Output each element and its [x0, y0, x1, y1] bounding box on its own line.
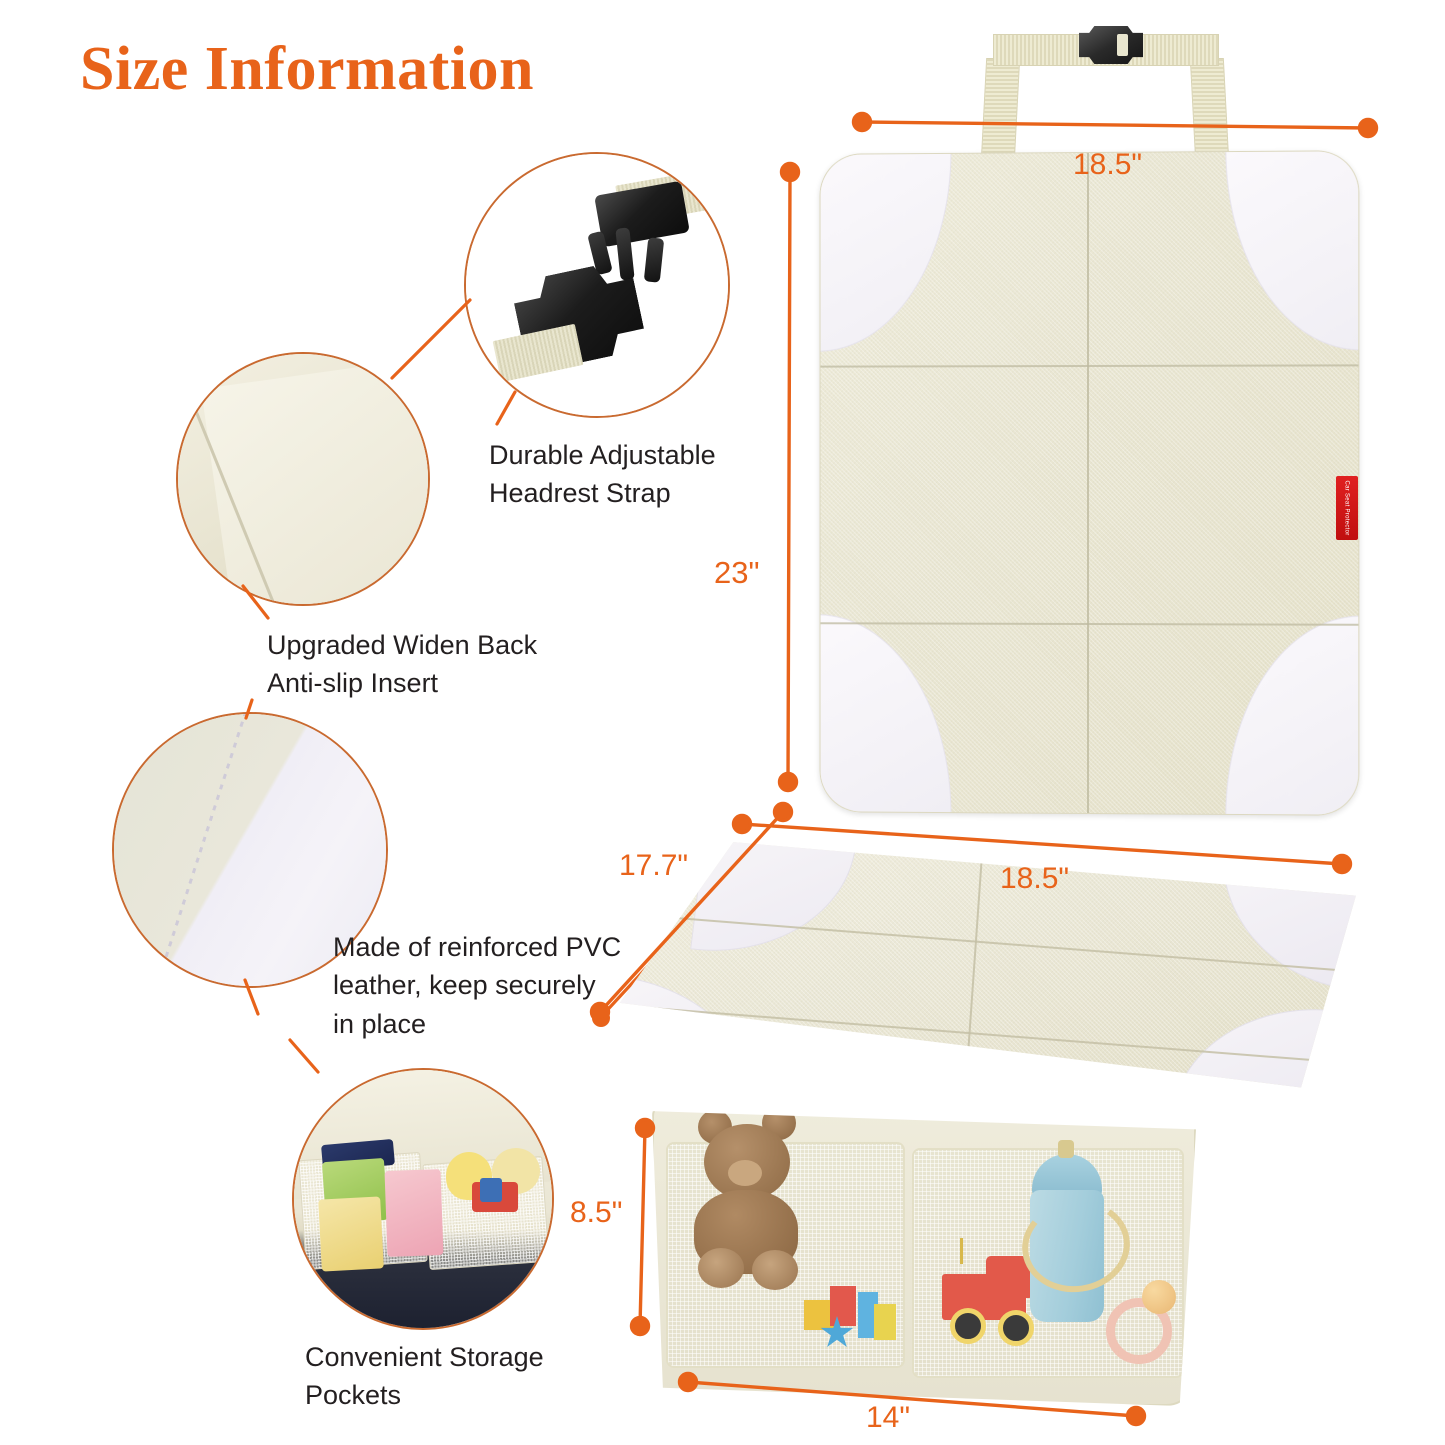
bear-paw-right: [752, 1250, 798, 1290]
water-bottle: [1016, 1140, 1176, 1338]
snack-pink-bag: [384, 1169, 444, 1257]
pvc-leather-surface: [114, 714, 386, 986]
dimdot-bottom-right: [1125, 1405, 1147, 1427]
dimension-label-base-width: 18.5": [1000, 862, 1070, 895]
connector-label-to-pockets: [288, 1038, 320, 1074]
bear-paw-left: [698, 1248, 744, 1288]
product-backrest-panel: [818, 150, 1360, 816]
block-yellow-2: [874, 1304, 896, 1340]
block-red: [830, 1286, 856, 1326]
dimdot-height-bottom: [777, 771, 799, 793]
dimdot-top-width-left: [851, 111, 873, 133]
block-blue: [858, 1292, 878, 1338]
dimdot-top-width-right: [1357, 117, 1379, 139]
block-yellow: [804, 1300, 834, 1330]
toy-robot: [480, 1178, 502, 1202]
headrest-buckle-slot: [1117, 34, 1128, 56]
dimline-pocket-height: [638, 1126, 647, 1328]
pvc-photo: [114, 714, 386, 986]
headrest-buckle: [1079, 26, 1143, 64]
page-title: Size Information: [80, 35, 535, 103]
dimension-label-pocket-height: 8.5": [570, 1196, 623, 1229]
dimline-backrest-height: [786, 170, 792, 784]
toy-truck: [942, 1238, 1062, 1352]
dimdot-depth-top: [772, 801, 794, 823]
dimdot-pocket-bottom: [629, 1315, 651, 1337]
truck-wheel-rear: [950, 1308, 986, 1344]
seat-base-body: [619, 842, 1356, 1088]
callout-label-antislip-insert: Upgraded Widen Back Anti-slip Insert: [267, 630, 538, 699]
bear-muzzle: [728, 1160, 762, 1186]
product-seat-base: [600, 828, 1360, 1128]
dimension-label-backrest-height: 23": [714, 555, 760, 590]
detail-circle-pvc-leather: [112, 712, 388, 988]
backrest-seam-vertical: [1087, 152, 1089, 816]
storage-pocket-band: [652, 1111, 1196, 1406]
antislip-photo: [178, 354, 428, 604]
pockets-photo: [294, 1070, 552, 1328]
bottle-body: [1030, 1190, 1104, 1322]
callout-label-storage-pockets: Convenient Storage Pockets: [305, 1342, 544, 1411]
rattle-ball: [1142, 1280, 1176, 1314]
callout-label-pvc-leather: Made of reinforced PVC leather, keep sec…: [333, 932, 622, 1039]
rattle-ring: [1106, 1298, 1172, 1364]
teddy-bear-toy: [690, 1111, 870, 1348]
truck-cab: [986, 1256, 1032, 1298]
snack-yellow-bag: [318, 1196, 384, 1272]
buckle-photo: [466, 154, 728, 416]
insert-fabric-flap: [201, 357, 428, 604]
care-label-text: Car Seat Protector: [1344, 480, 1350, 536]
detail-circle-buckle: [464, 152, 730, 418]
baby-rattle: [1106, 1280, 1186, 1364]
backrest-body: [819, 150, 1360, 816]
care-label-tag: Car Seat Protector: [1336, 476, 1358, 540]
building-blocks-toy: [804, 1282, 914, 1362]
bottle-knob: [1058, 1140, 1074, 1158]
headrest-strap-group: [975, 10, 1235, 180]
dimension-label-bottom-width: 14": [866, 1401, 911, 1434]
dimension-label-top-width: 18.5": [1073, 148, 1143, 181]
truck-antenna: [960, 1238, 963, 1264]
detail-circle-storage-pockets: [292, 1068, 554, 1330]
detail-circle-antislip-insert: [176, 352, 430, 606]
dimension-label-base-depth: 17.7": [619, 849, 689, 882]
dimdot-height-top: [779, 161, 801, 183]
truck-wheel-front: [998, 1310, 1034, 1346]
callout-label-headrest-strap: Durable Adjustable Headrest Strap: [489, 440, 716, 509]
